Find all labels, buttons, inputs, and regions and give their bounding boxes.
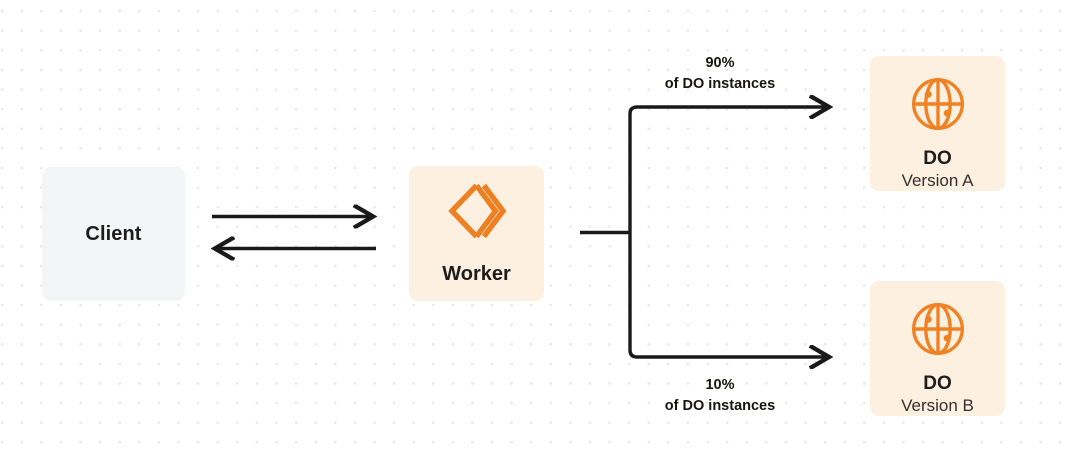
edge-label-do-a: 90% of DO instances — [610, 53, 830, 94]
edge-label-do-a-description: of DO instances — [664, 75, 776, 92]
node-do-b: DO Version B — [870, 281, 1005, 416]
node-client: Client — [42, 167, 185, 301]
edge-label-do-b-description: of DO instances — [664, 397, 776, 414]
node-do-b-subtitle: Version B — [901, 395, 974, 415]
node-client-title: Client — [85, 222, 142, 245]
edge-label-do-b: 10% of DO instances — [610, 375, 830, 416]
cloudflare-workers-icon — [446, 182, 508, 245]
edge-worker-to-do-b — [628, 232, 828, 358]
node-worker-title: Worker — [442, 262, 511, 285]
node-do-b-title: DO — [923, 373, 952, 394]
node-do-a-subtitle: Version A — [901, 170, 974, 190]
edge-label-do-b-percent: 10% — [705, 377, 735, 393]
edge-label-do-a-percent: 90% — [705, 55, 735, 71]
node-do-a-title: DO — [923, 148, 952, 169]
edge-worker-to-do-a — [628, 107, 828, 233]
globe-icon — [910, 76, 966, 137]
node-worker: Worker — [409, 166, 544, 301]
node-do-a: DO Version A — [870, 56, 1005, 191]
globe-icon — [910, 301, 966, 362]
